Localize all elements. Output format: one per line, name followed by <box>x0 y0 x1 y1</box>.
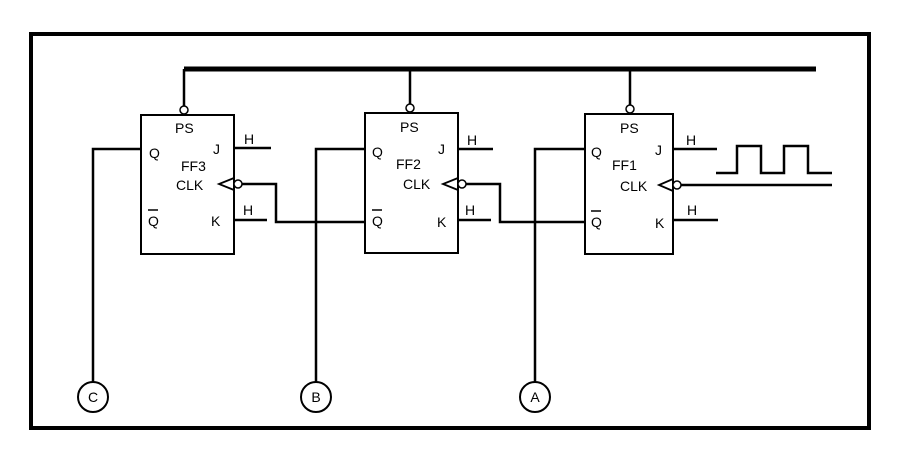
ff3-qbar-label: Q <box>148 213 159 229</box>
ff1-qbar-label: Q <box>591 214 602 230</box>
ff1-q-label: Q <box>591 144 602 160</box>
ff2-j-level: H <box>467 132 477 148</box>
ff2-k-label: K <box>437 214 447 230</box>
ff2-box <box>364 112 459 254</box>
ff3-ps-bubble <box>179 105 189 115</box>
ff1-k-label: K <box>655 215 665 231</box>
flipflop-ff3: PS Q J FF3 CLK Q K H H <box>140 69 271 255</box>
ff1-box <box>584 113 674 255</box>
ff3-ps-label: PS <box>175 120 194 136</box>
diagram-frame <box>29 32 871 430</box>
output-b-terminal: B <box>300 381 332 413</box>
output-c-terminal: C <box>77 381 109 413</box>
ff1-clk-triangle <box>656 178 674 192</box>
ff3-k-level: H <box>243 202 253 218</box>
ff2-clk-label: CLK <box>403 176 431 192</box>
ff3-q-output-wire <box>91 147 141 382</box>
ff1-qbar-to-ff2-clk-wire <box>466 182 585 224</box>
ff3-j-label: J <box>213 141 220 157</box>
ff2-j-label: J <box>438 141 445 157</box>
ff3-q-label: Q <box>149 145 160 161</box>
ff1-name-label: FF1 <box>612 157 637 173</box>
ff2-qbar-to-ff3-clk-wire <box>242 182 365 224</box>
clock-pulse-waveform <box>716 144 832 175</box>
ff2-k-level: H <box>465 202 475 218</box>
ff1-j-label: J <box>655 142 662 158</box>
output-c-label: C <box>88 389 98 405</box>
ff3-j-level: H <box>244 131 254 147</box>
flipflop-ff1: PS Q J FF1 CLK Q K H H <box>584 69 718 255</box>
ff2-ps-bubble <box>405 103 415 113</box>
ff1-ps-bubble <box>625 104 635 114</box>
ff2-q-label: Q <box>372 144 383 160</box>
ff2-clk-triangle <box>440 177 459 191</box>
ff3-name-label: FF3 <box>181 158 206 174</box>
ff1-j-level: H <box>686 132 696 148</box>
ff2-ps-label: PS <box>400 119 419 135</box>
ff3-clk-bubble <box>233 179 243 189</box>
ff2-q-output-wire <box>314 147 365 382</box>
ff2-clk-bubble <box>457 179 467 189</box>
flipflop-ff2: PS Q J FF2 CLK Q K H H <box>364 69 493 254</box>
ff1-k-level: H <box>687 202 697 218</box>
ff3-k-label: K <box>211 213 221 229</box>
ff1-clk-label: CLK <box>620 178 648 194</box>
ff3-clk-label: CLK <box>176 177 204 193</box>
ff3-clk-triangle <box>216 177 235 191</box>
output-a-label: A <box>530 389 540 405</box>
ff2-name-label: FF2 <box>396 156 421 172</box>
output-a-terminal: A <box>519 381 551 413</box>
output-b-label: B <box>311 389 320 405</box>
ff2-qbar-label: Q <box>372 213 383 229</box>
ff1-ps-label: PS <box>620 120 639 136</box>
ff1-q-output-wire <box>533 147 585 382</box>
ff1-clk-bubble <box>672 180 682 190</box>
